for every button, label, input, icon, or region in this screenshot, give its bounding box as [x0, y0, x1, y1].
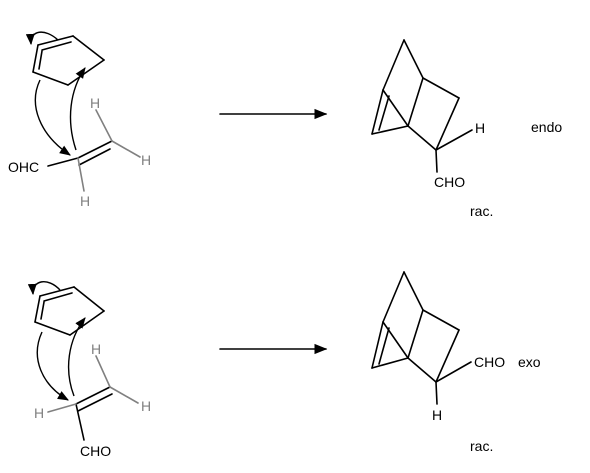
h-label: H — [91, 341, 101, 357]
h-label: H — [475, 120, 485, 136]
h-label: H — [141, 398, 151, 414]
h-label: H — [90, 95, 100, 111]
acrolein: OHC H H H — [8, 95, 151, 209]
stereo-type-label: exo — [518, 354, 541, 370]
endo-product: H CHO endo rac. — [371, 39, 562, 219]
acrolein: CHO H H H — [34, 341, 151, 459]
racemic-label: rac. — [470, 203, 493, 219]
aldehyde-label: OHC — [8, 159, 39, 175]
aldehyde-label: CHO — [474, 354, 505, 370]
exo-reaction: CHO H H H CHO — [27, 271, 541, 459]
endo-reactants: OHC H H H — [8, 31, 151, 209]
exo-reactants: CHO H H H — [27, 281, 151, 459]
cyclopentadiene — [32, 35, 105, 86]
racemic-label: rac. — [470, 438, 493, 454]
stereo-type-label: endo — [531, 119, 562, 135]
aldehyde-label: CHO — [80, 443, 111, 459]
endo-reaction: OHC H H H — [8, 31, 562, 219]
exo-product: CHO exo H rac. — [371, 271, 541, 454]
curly-arrows — [25, 31, 86, 156]
h-label: H — [141, 152, 151, 168]
h-label: H — [34, 405, 44, 421]
h-label: H — [80, 193, 90, 209]
aldehyde-label: CHO — [434, 174, 465, 190]
h-label: H — [432, 407, 442, 423]
cyclopentadiene — [34, 286, 105, 336]
curly-arrows — [27, 281, 86, 401]
